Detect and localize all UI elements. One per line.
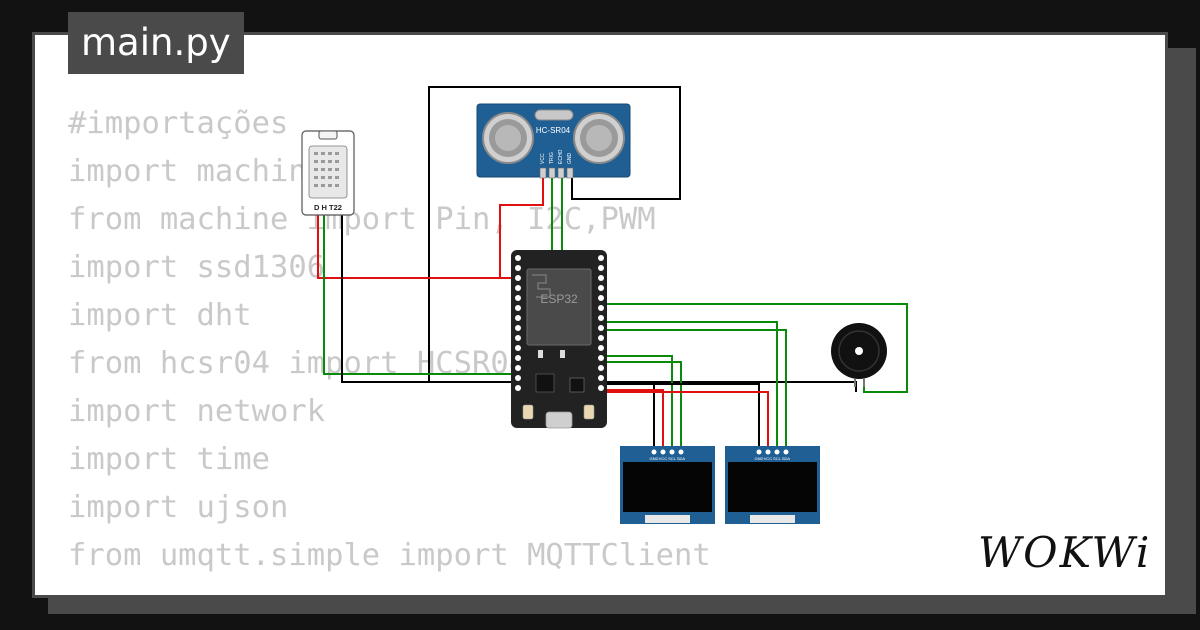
wire-black (602, 381, 655, 450)
oled-display-2[interactable]: GND VCC SCL SDA (725, 446, 820, 524)
dht22-sensor[interactable]: D H T22 (301, 130, 355, 216)
wire-green (602, 355, 673, 450)
hc-sr04-pin-gnd: GND (567, 153, 573, 165)
oled1-pin-sda: SDA (677, 456, 686, 461)
wire-red (499, 178, 544, 279)
esp32-board[interactable]: ESP32 (511, 250, 607, 429)
wire-red (602, 391, 769, 450)
oled-display-1[interactable]: GND VCC SCL SDA (620, 446, 715, 524)
hc-sr04-pin-trig: TRIG (549, 152, 555, 164)
wire-green (602, 303, 908, 393)
wire-red (317, 215, 513, 279)
oled2-pin-gnd: GND (755, 456, 764, 461)
dht22-label: D H T22 (314, 203, 342, 212)
code-line: import ssd1306 (68, 250, 326, 285)
code-line: import time (68, 442, 270, 477)
file-tab[interactable]: main.py (68, 12, 244, 74)
wire-green (602, 361, 682, 450)
hc-sr04-sensor[interactable]: HC-SR04 VCC TRIG ECHO GND (476, 103, 631, 179)
buzzer[interactable] (831, 323, 887, 387)
wire-black (602, 383, 760, 450)
code-line: import ujson (68, 490, 289, 525)
wire-green (602, 321, 778, 450)
hc-sr04-pin-vcc: VCC (540, 153, 546, 164)
code-line: from machine import Pin, I2C,PWM (68, 202, 656, 237)
code-line: #importações (68, 106, 289, 141)
code-line: import network (68, 394, 326, 429)
code-line: from umqtt.simple import MQTTClient (68, 538, 711, 573)
code-line: import dht (68, 298, 252, 333)
wire-red (602, 389, 664, 450)
oled1-pin-scl: SCL (668, 456, 677, 461)
hc-sr04-label: HC-SR04 (536, 126, 571, 135)
oled1-pin-gnd: GND (650, 456, 659, 461)
esp32-label: ESP32 (540, 292, 578, 306)
wokwi-logo[interactable]: WOKWi (978, 528, 1152, 577)
wire-black (341, 215, 429, 383)
code-line: from hcsr04 import HCSR04 (68, 346, 528, 381)
oled2-pin-scl: SCL (773, 456, 782, 461)
wire-green (323, 215, 513, 375)
wire-green (602, 329, 787, 450)
oled1-pin-vcc: VCC (659, 456, 668, 461)
oled2-pin-vcc: VCC (764, 456, 773, 461)
hc-sr04-pin-echo: ECHO (558, 149, 564, 164)
oled2-pin-sda: SDA (782, 456, 791, 461)
